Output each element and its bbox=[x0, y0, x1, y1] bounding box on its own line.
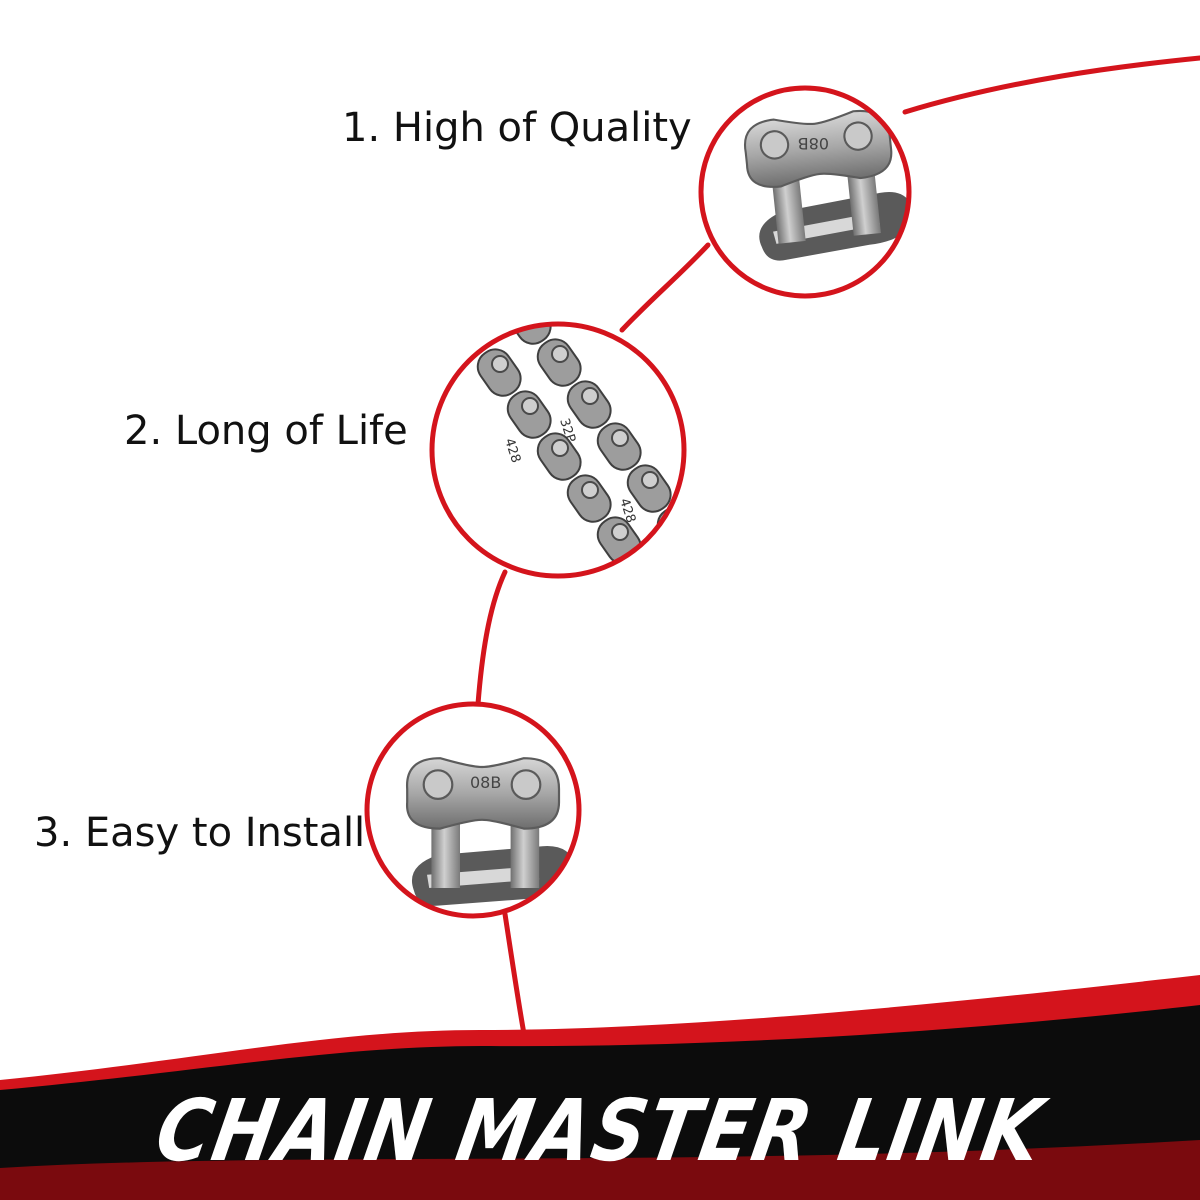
feature-label-1: 1. High of Quality bbox=[342, 105, 692, 151]
chain-plate bbox=[681, 543, 736, 602]
chain-pin bbox=[581, 387, 599, 405]
connector-line bbox=[475, 55, 1200, 1037]
chain-pin bbox=[611, 429, 629, 447]
feature-image-2: 428 32P 428 bbox=[429, 304, 736, 602]
chain-plate bbox=[626, 558, 672, 576]
chain-pin bbox=[702, 556, 718, 572]
feature-image-3: 08B bbox=[364, 701, 582, 919]
chain-pin bbox=[641, 471, 659, 489]
banner bbox=[0, 975, 1200, 1200]
chain-pin bbox=[581, 481, 599, 499]
chain-pin bbox=[551, 345, 569, 363]
chain-pin bbox=[611, 523, 629, 541]
marking-08b: 08B bbox=[798, 134, 829, 153]
chain-pin bbox=[461, 324, 479, 331]
chain-pin bbox=[522, 304, 538, 320]
chain-marking: 428 bbox=[616, 497, 638, 525]
chain-pin bbox=[551, 439, 569, 457]
chain-pin bbox=[521, 397, 539, 415]
feature-ring-1 bbox=[698, 85, 912, 299]
chain-marking: 32P bbox=[556, 417, 578, 445]
marking-08b: 08B bbox=[470, 773, 501, 792]
feature-label-3: 3. Easy to Install bbox=[34, 810, 366, 856]
feature-image-1: 08B bbox=[698, 85, 912, 299]
chain-pin bbox=[671, 513, 684, 531]
banner-title: CHAIN MASTER LINK bbox=[148, 1081, 1052, 1181]
feature-ring-2 bbox=[429, 321, 687, 579]
feature-ring-3 bbox=[364, 701, 582, 919]
chain-marking: 428 bbox=[501, 437, 523, 465]
feature-label-2: 2. Long of Life bbox=[124, 408, 408, 454]
chain-pin bbox=[641, 565, 659, 576]
chain-pin bbox=[491, 355, 509, 373]
